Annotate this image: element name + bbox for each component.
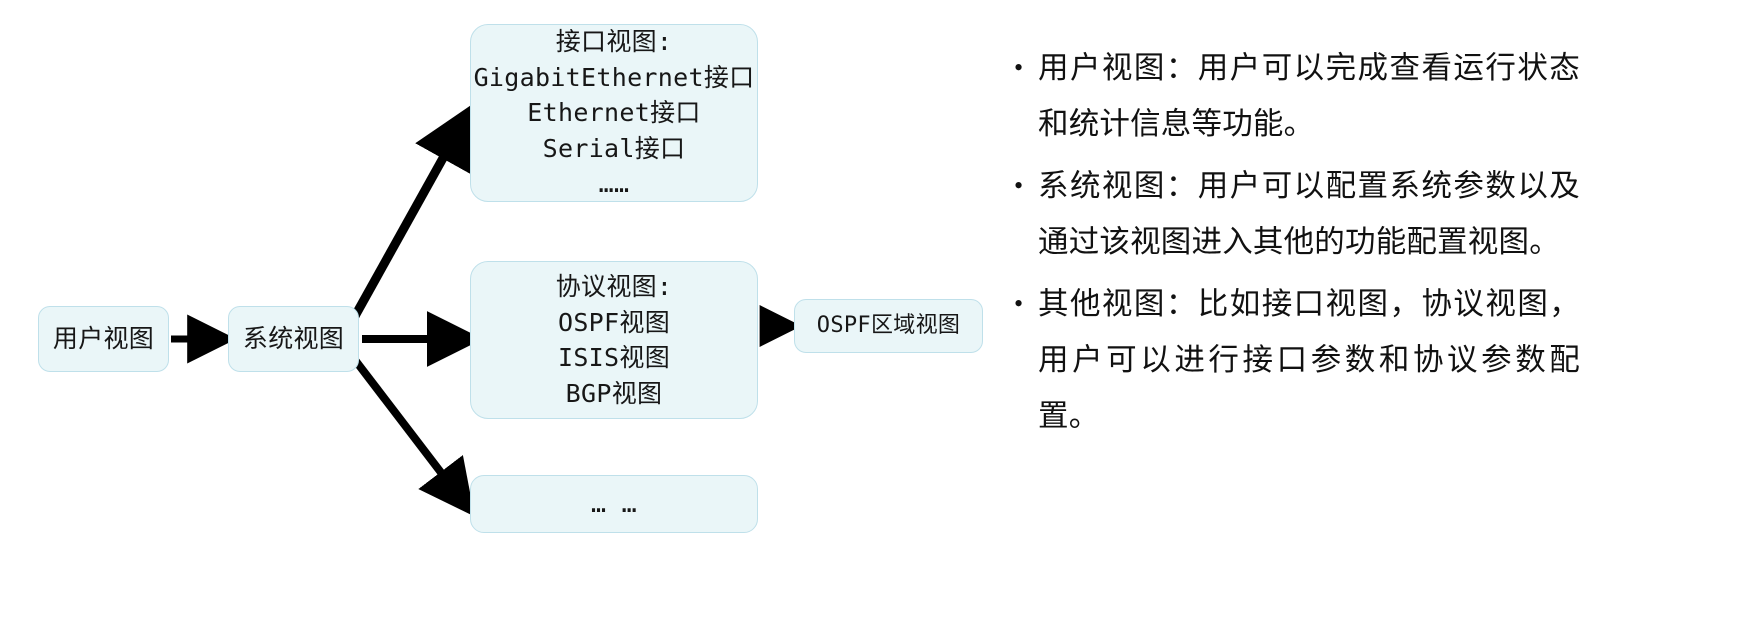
node-system-view[interactable]: 系统视图 xyxy=(228,306,359,372)
node-interface-view[interactable]: 接口视图: GigabitEthernet接口 Ethernet接口 Seria… xyxy=(470,24,758,202)
bullet-text-user-view: 用户视图：用户可以完成查看运行状态和统计信息等功能。 xyxy=(1038,51,1580,141)
bullet-text-other-view: 其他视图：比如接口视图，协议视图，用户可以进行接口参数和协议参数配置。 xyxy=(1038,287,1580,433)
node-ospf-area-view[interactable]: OSPF区域视图 xyxy=(794,299,983,353)
node-interface-view-line-4: …… xyxy=(598,169,630,199)
explanation-bullet-list: • 用户视图：用户可以完成查看运行状态和统计信息等功能。 • 系统视图：用户可以… xyxy=(1000,40,1580,450)
arrow-system-to-interface xyxy=(346,103,474,328)
node-protocol-view-line-2: ISIS视图 xyxy=(557,343,670,372)
node-ospf-area-view-line-0: OSPF区域视图 xyxy=(816,313,961,339)
bullet-marker-icon: • xyxy=(1014,53,1024,82)
arrow-system-to-other xyxy=(348,353,475,517)
node-protocol-view-line-0: 协议视图: xyxy=(555,272,673,301)
bullet-marker-icon: • xyxy=(1014,171,1024,200)
node-user-view[interactable]: 用户视图 xyxy=(38,306,169,372)
list-item: • 其他视图：比如接口视图，协议视图，用户可以进行接口参数和协议参数配置。 xyxy=(1000,276,1580,444)
node-interface-view-line-1: GigabitEthernet接口 xyxy=(473,62,755,92)
bullet-marker-icon: • xyxy=(1014,289,1024,318)
node-interface-view-line-3: Serial接口 xyxy=(542,133,686,163)
node-interface-view-line-2: Ethernet接口 xyxy=(527,98,701,128)
bullet-text-system-view: 系统视图：用户可以配置系统参数以及通过该视图进入其他的功能配置视图。 xyxy=(1038,169,1580,259)
node-protocol-view[interactable]: 协议视图: OSPF视图 ISIS视图 BGP视图 xyxy=(470,261,758,419)
node-other-view-line-0: … … xyxy=(590,489,638,519)
list-item: • 用户视图：用户可以完成查看运行状态和统计信息等功能。 xyxy=(1000,40,1580,152)
node-system-view-line-0: 系统视图 xyxy=(242,324,345,354)
node-user-view-line-0: 用户视图 xyxy=(52,324,155,354)
node-other-view[interactable]: … … xyxy=(470,475,758,533)
list-item: • 系统视图：用户可以配置系统参数以及通过该视图进入其他的功能配置视图。 xyxy=(1000,158,1580,270)
node-protocol-view-line-1: OSPF视图 xyxy=(557,307,670,337)
node-protocol-view-line-3: BGP视图 xyxy=(565,378,663,408)
node-interface-view-line-0: 接口视图: xyxy=(555,27,673,57)
